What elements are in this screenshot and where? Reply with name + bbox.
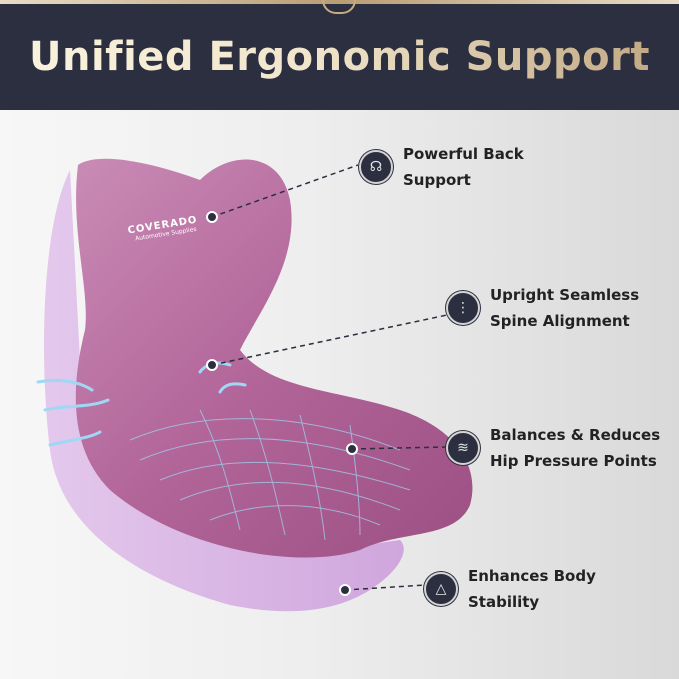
header-banner: Unified Ergonomic Support [0, 0, 679, 110]
seat-cushion-illustration [36, 158, 473, 612]
feature-label-line1: Upright Seamless [490, 286, 640, 304]
feature-label-line1: Powerful Back [403, 145, 524, 163]
feature-label-line2: Hip Pressure Points [490, 452, 657, 470]
spine-icon: ⋮ [446, 291, 480, 325]
feature-label-line2: Support [403, 171, 471, 189]
airflow-arrows [36, 361, 247, 447]
page-title: Unified Ergonomic Support [0, 34, 679, 80]
triangle-nodes-icon: △ [424, 572, 458, 606]
pressure-wave-icon: ≋ [446, 431, 480, 465]
feature-label-line1: Enhances Body [468, 567, 596, 585]
feature-label-line2: Stability [468, 593, 540, 611]
lungs-icon: ☊ [359, 150, 393, 184]
pressure-mesh [129, 409, 411, 541]
callout-dots [206, 211, 358, 596]
cushion-top-surface [75, 158, 473, 558]
emblem-icon [322, 0, 356, 14]
callout-lines [211, 164, 448, 591]
feature-label-line2: Spine Alignment [490, 312, 630, 330]
feature-label-line1: Balances & Reduces [490, 426, 661, 444]
